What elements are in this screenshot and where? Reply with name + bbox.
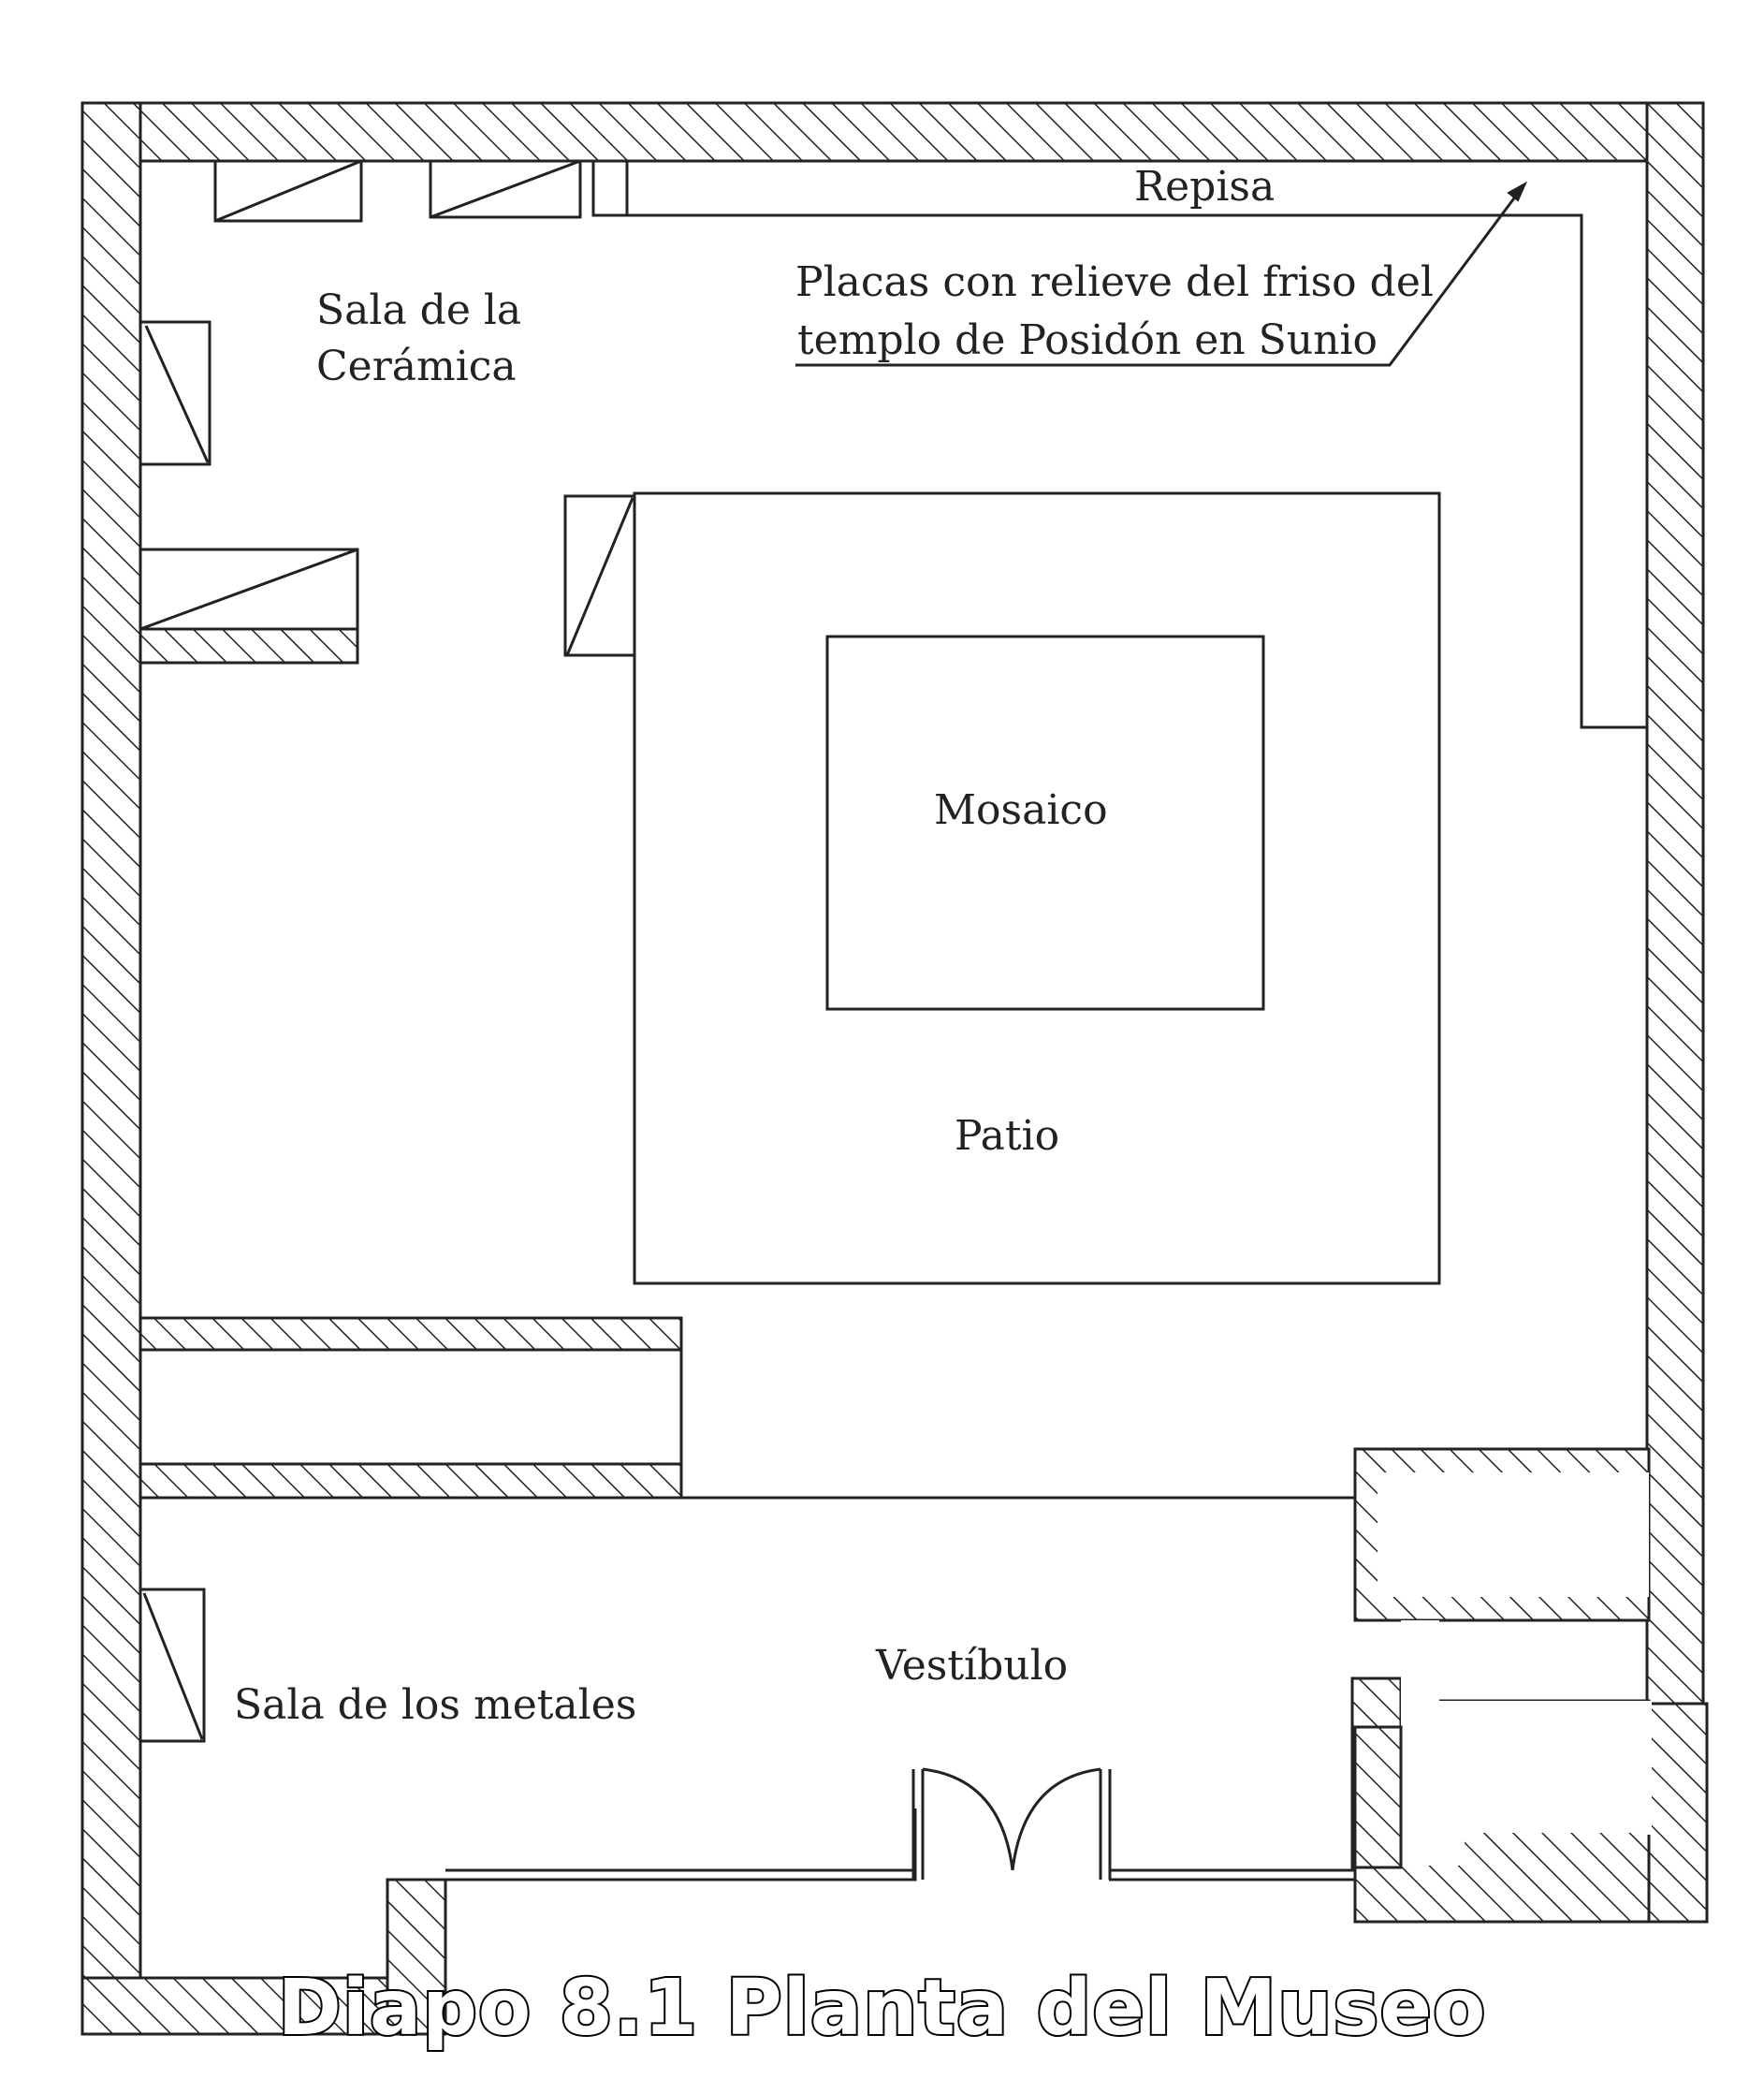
label-repisa: Repisa: [1134, 163, 1276, 211]
wall-west-step: [386, 1878, 447, 2036]
storage-corridor: [138, 1348, 683, 1466]
arrow-head: [1507, 181, 1528, 202]
mosaico: [825, 635, 1265, 1011]
wall-east-lower: [1647, 1702, 1709, 1924]
label-mosaico: Mosaico: [934, 786, 1108, 834]
case-west-1: [138, 320, 211, 466]
room-b-right-gap: [1647, 1704, 1651, 1835]
label-vestibulo: Vestíbulo: [876, 1642, 1069, 1690]
wall-ceramica-partition: [138, 627, 359, 665]
wall-north: [80, 101, 1705, 163]
wall-storage-top: [138, 1316, 683, 1352]
label-placas-line2: templo de Posidón en Sunio: [797, 316, 1378, 364]
case-patio-diagonal: [565, 497, 634, 656]
case-west-2-diagonal: [139, 548, 358, 631]
room-b-passage: [1401, 1701, 1465, 1866]
wall-west: [80, 101, 142, 2036]
door-swing-left: [922, 1767, 1014, 1871]
label-patio: Patio: [955, 1112, 1060, 1160]
slide-caption: Diapo 8.1 Planta del Museo: [276, 1962, 1488, 2055]
repisa-shelf: [625, 161, 1647, 729]
case-north-1-diagonal: [214, 159, 362, 223]
room-a-interior: [1378, 1472, 1649, 1597]
wall-pier: [1350, 1676, 1403, 1729]
case-north-1: [213, 159, 363, 223]
patio: [633, 491, 1441, 1285]
wall-east-upper: [1645, 101, 1705, 1706]
room-b-interior: [1465, 1701, 1652, 1833]
annotation-pointer: [795, 191, 1521, 367]
case-north-2-diagonal: [430, 159, 581, 219]
door-swing-right: [1011, 1767, 1101, 1871]
case-west-1-diagonal: [144, 325, 210, 463]
wall-storage-bottom: [138, 1462, 683, 1500]
room-b-door: [1401, 1620, 1439, 1705]
label-placas-line1: Placas con relieve del friso del: [795, 258, 1434, 306]
label-ceramica-line1: Sala de la: [316, 286, 522, 334]
label-sala-metales: Sala de los metales: [234, 1681, 637, 1729]
column-base: [1350, 1725, 1403, 1869]
case-metales-diagonal: [142, 1592, 204, 1740]
case-west-2: [138, 548, 359, 631]
case-north-2: [429, 159, 582, 219]
label-ceramica-line2: Cerámica: [316, 343, 517, 390]
case-north-3: [591, 159, 629, 217]
case-metales: [138, 1588, 206, 1743]
wall-south-west: [80, 1976, 447, 2036]
